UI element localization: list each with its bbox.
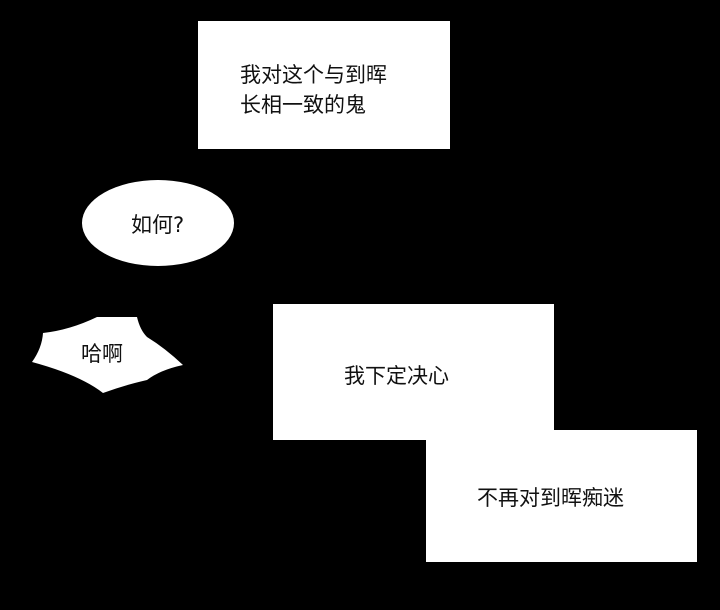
caption-bottom-text: 不再对到晖痴迷 [477,486,624,510]
caption-box-bottom [426,430,697,562]
caption-box-middle [273,304,554,440]
caption-middle-text: 我下定决心 [344,364,449,388]
oval-speech-bubble [82,180,234,266]
caption-box-top [198,21,450,149]
spiky-bubble-text: 哈啊 [81,342,123,366]
caption-top-line2: 长相一致的鬼 [240,93,366,117]
spiky-speech-bubble [32,317,183,393]
oval-bubble-text: 如何? [131,213,185,237]
caption-top-line1: 我对这个与到晖 [240,63,387,87]
